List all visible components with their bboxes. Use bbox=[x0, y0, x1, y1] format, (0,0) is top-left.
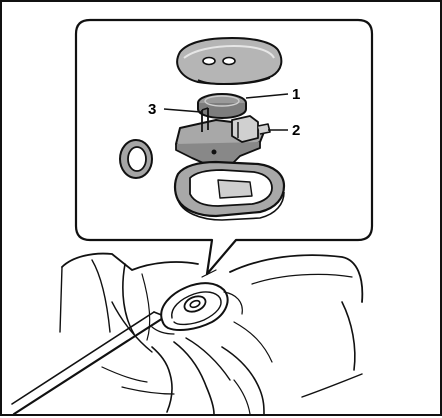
battery-coin-cell bbox=[198, 94, 246, 118]
callout-label-1: 1 bbox=[292, 86, 300, 103]
callout-label-3: 3 bbox=[148, 101, 156, 118]
top-cover bbox=[177, 38, 281, 84]
o-ring bbox=[120, 140, 152, 178]
callout-label-2: 2 bbox=[292, 122, 300, 139]
hand-scene bbox=[12, 254, 362, 414]
